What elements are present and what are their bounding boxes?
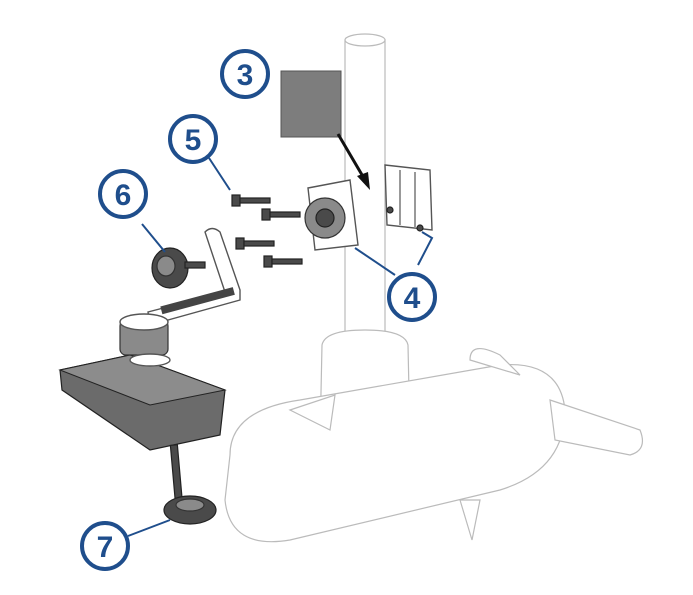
knob-7-face (175, 498, 205, 512)
motor-fin-top (469, 348, 521, 376)
bracket-slot (160, 287, 235, 315)
bolt (261, 208, 301, 221)
part-6-knob-bracket (147, 227, 241, 326)
callout-4-label: 4 (404, 282, 421, 315)
mount-base (58, 313, 227, 451)
callout-7: 7 (80, 521, 130, 571)
propeller-blade (549, 399, 643, 456)
callout-3-label: 3 (237, 59, 254, 92)
leader-4b (354, 247, 396, 276)
clamp-hole (386, 206, 394, 214)
adhesive-pad (280, 70, 342, 138)
leader-4a (417, 231, 434, 266)
mount-swivel-top (119, 313, 169, 331)
part-5-bolts (231, 194, 303, 268)
part-4-clamp (304, 164, 433, 251)
callout-6-label: 6 (115, 179, 132, 212)
motor-skeg (459, 499, 481, 541)
motor-fin-side (288, 394, 336, 431)
mount-ratchet (129, 353, 171, 367)
callout-6: 6 (98, 169, 148, 219)
callout-3: 3 (220, 49, 270, 99)
leader-6 (141, 223, 166, 253)
arrow-shaft (336, 133, 367, 181)
clamp-ratchet-hub (315, 208, 335, 228)
leader-7 (127, 519, 171, 537)
trolling-motor (224, 33, 643, 543)
shaft-top (344, 33, 386, 47)
callout-7-label: 7 (97, 531, 114, 564)
motor-pod (224, 363, 566, 543)
knob-7-stud (169, 444, 184, 506)
callout-5-label: 5 (185, 124, 202, 157)
callout-5: 5 (168, 114, 218, 164)
knob-6-stud (184, 261, 206, 269)
bolt (263, 255, 303, 268)
part-7-knob (163, 444, 217, 525)
callout-4: 4 (387, 272, 437, 322)
arrow-head (357, 172, 370, 190)
bolt (235, 237, 275, 250)
mount-base-top (58, 354, 227, 406)
part-3-pad (280, 70, 370, 190)
clamp-plate-rear (384, 164, 433, 231)
leader-5 (208, 157, 231, 191)
bolt (231, 194, 271, 207)
clamp-hole (416, 224, 424, 232)
knob-6-face (156, 255, 176, 277)
